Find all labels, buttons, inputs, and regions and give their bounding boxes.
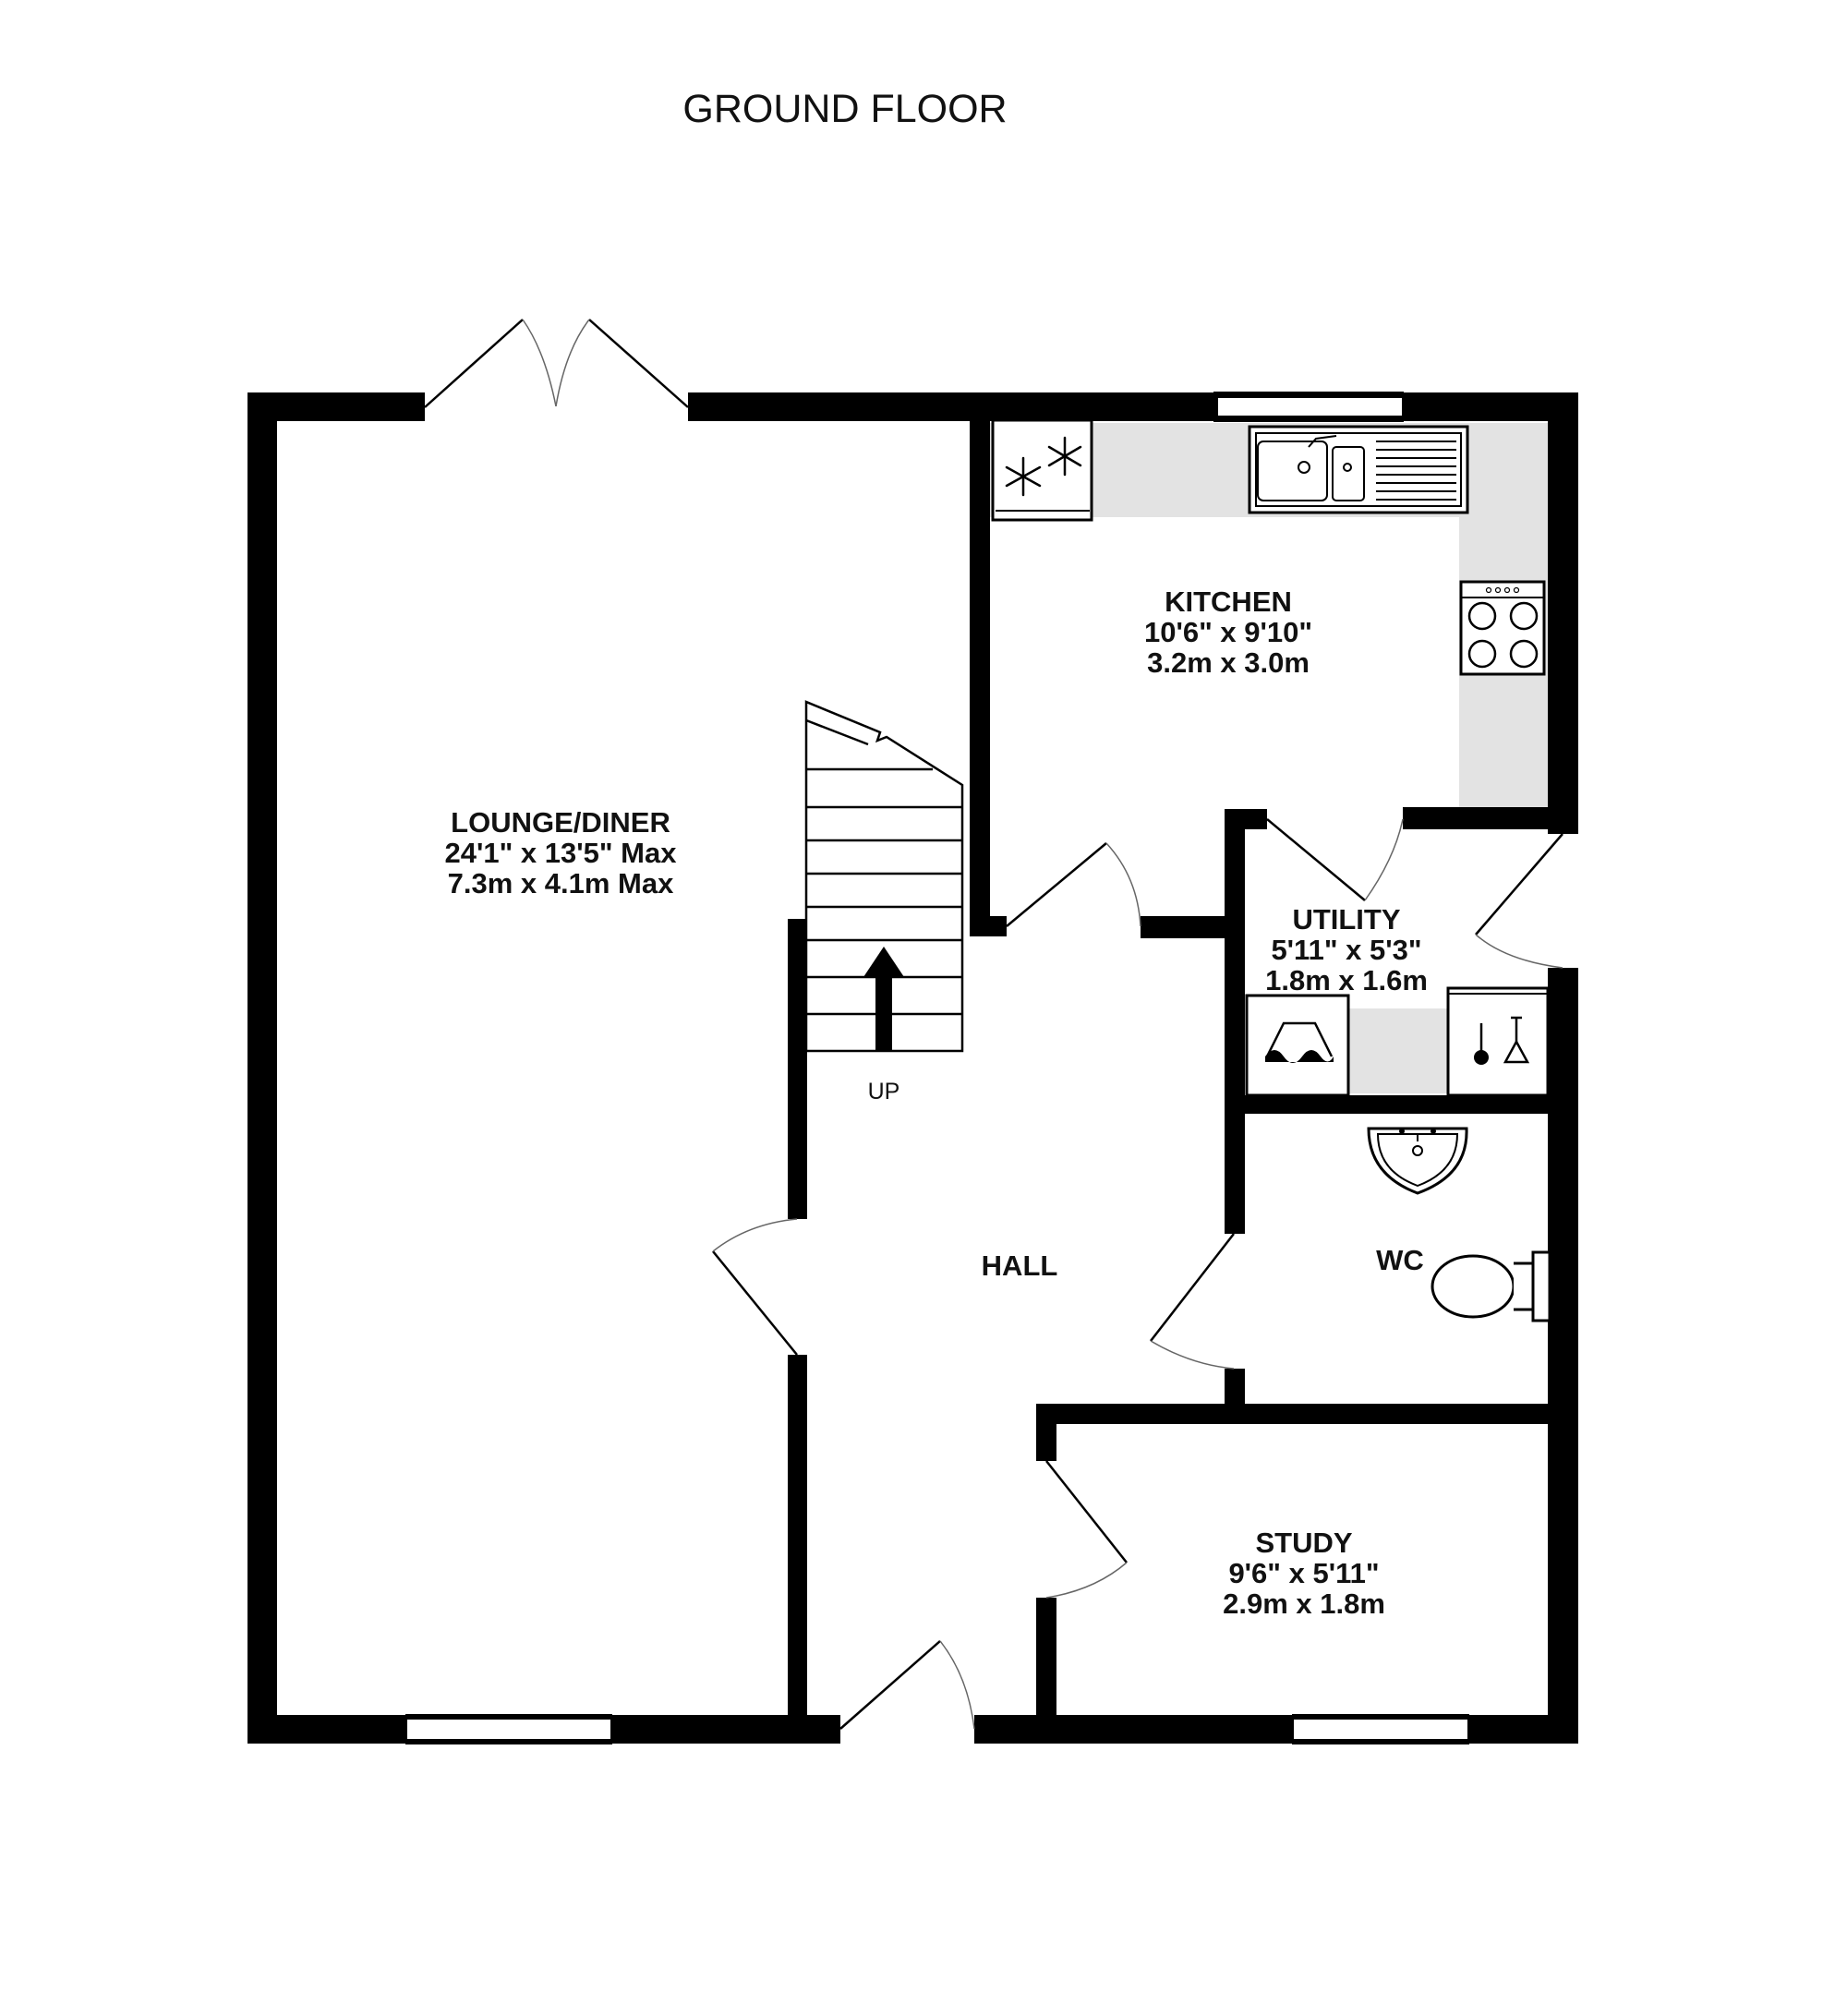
room-size-metric: 7.3m x 4.1m Max — [448, 867, 674, 899]
room-label-wc: WC — [1376, 1244, 1424, 1276]
room-name: LOUNGE/DINER — [451, 806, 670, 839]
room-name: KITCHEN — [1165, 585, 1292, 618]
utility-worktop — [1348, 1008, 1448, 1093]
room-size-imperial: 9'6" x 5'11" — [1228, 1557, 1379, 1589]
sink-icon — [1248, 425, 1469, 514]
room-name: UTILITY — [1292, 903, 1400, 936]
room-label-utility: UTILITY 5'11" x 5'3" 1.8m x 1.6m — [1265, 903, 1428, 996]
room-label-hall: HALL — [982, 1249, 1058, 1282]
front-door — [839, 1640, 975, 1730]
fridge-freezer-icon — [991, 418, 1093, 522]
washing-machine-icon — [1245, 994, 1350, 1097]
toilet-icon — [1431, 1250, 1551, 1322]
back-door — [1475, 833, 1563, 969]
room-size-imperial: 24'1" x 13'5" Max — [445, 837, 678, 869]
room-size-metric: 2.9m x 1.8m — [1223, 1587, 1385, 1620]
room-label-study: STUDY 9'6" x 5'11" 2.9m x 1.8m — [1223, 1527, 1385, 1620]
staircase — [804, 700, 964, 1053]
room-size-metric: 3.2m x 3.0m — [1147, 646, 1310, 679]
boiler-icon — [1446, 986, 1550, 1097]
room-label-kitchen: KITCHEN 10'6" x 9'10" 3.2m x 3.0m — [1144, 585, 1312, 679]
utility-door — [1266, 818, 1404, 901]
windows — [405, 392, 1469, 1744]
hob-icon — [1459, 580, 1546, 676]
floor-title: GROUND FLOOR — [682, 87, 1007, 131]
french-doors — [424, 319, 689, 408]
room-label-lounge: LOUNGE/DINER 24'1" x 13'5" Max 7.3m x 4.… — [445, 806, 678, 899]
wc-door — [1150, 1233, 1235, 1370]
stair-up-label: UP — [868, 1079, 900, 1105]
room-size-imperial: 10'6" x 9'10" — [1144, 616, 1312, 648]
stair-up-arrow-icon — [863, 947, 904, 1051]
lounge-door — [712, 1218, 798, 1356]
room-name: STUDY — [1255, 1527, 1352, 1559]
kitchen-door — [1006, 842, 1141, 927]
walls — [247, 392, 1578, 1744]
room-size-imperial: 5'11" x 5'3" — [1271, 934, 1421, 966]
room-size-metric: 1.8m x 1.6m — [1265, 964, 1428, 996]
study-door — [1045, 1460, 1128, 1599]
wash-basin-icon — [1367, 1127, 1468, 1195]
